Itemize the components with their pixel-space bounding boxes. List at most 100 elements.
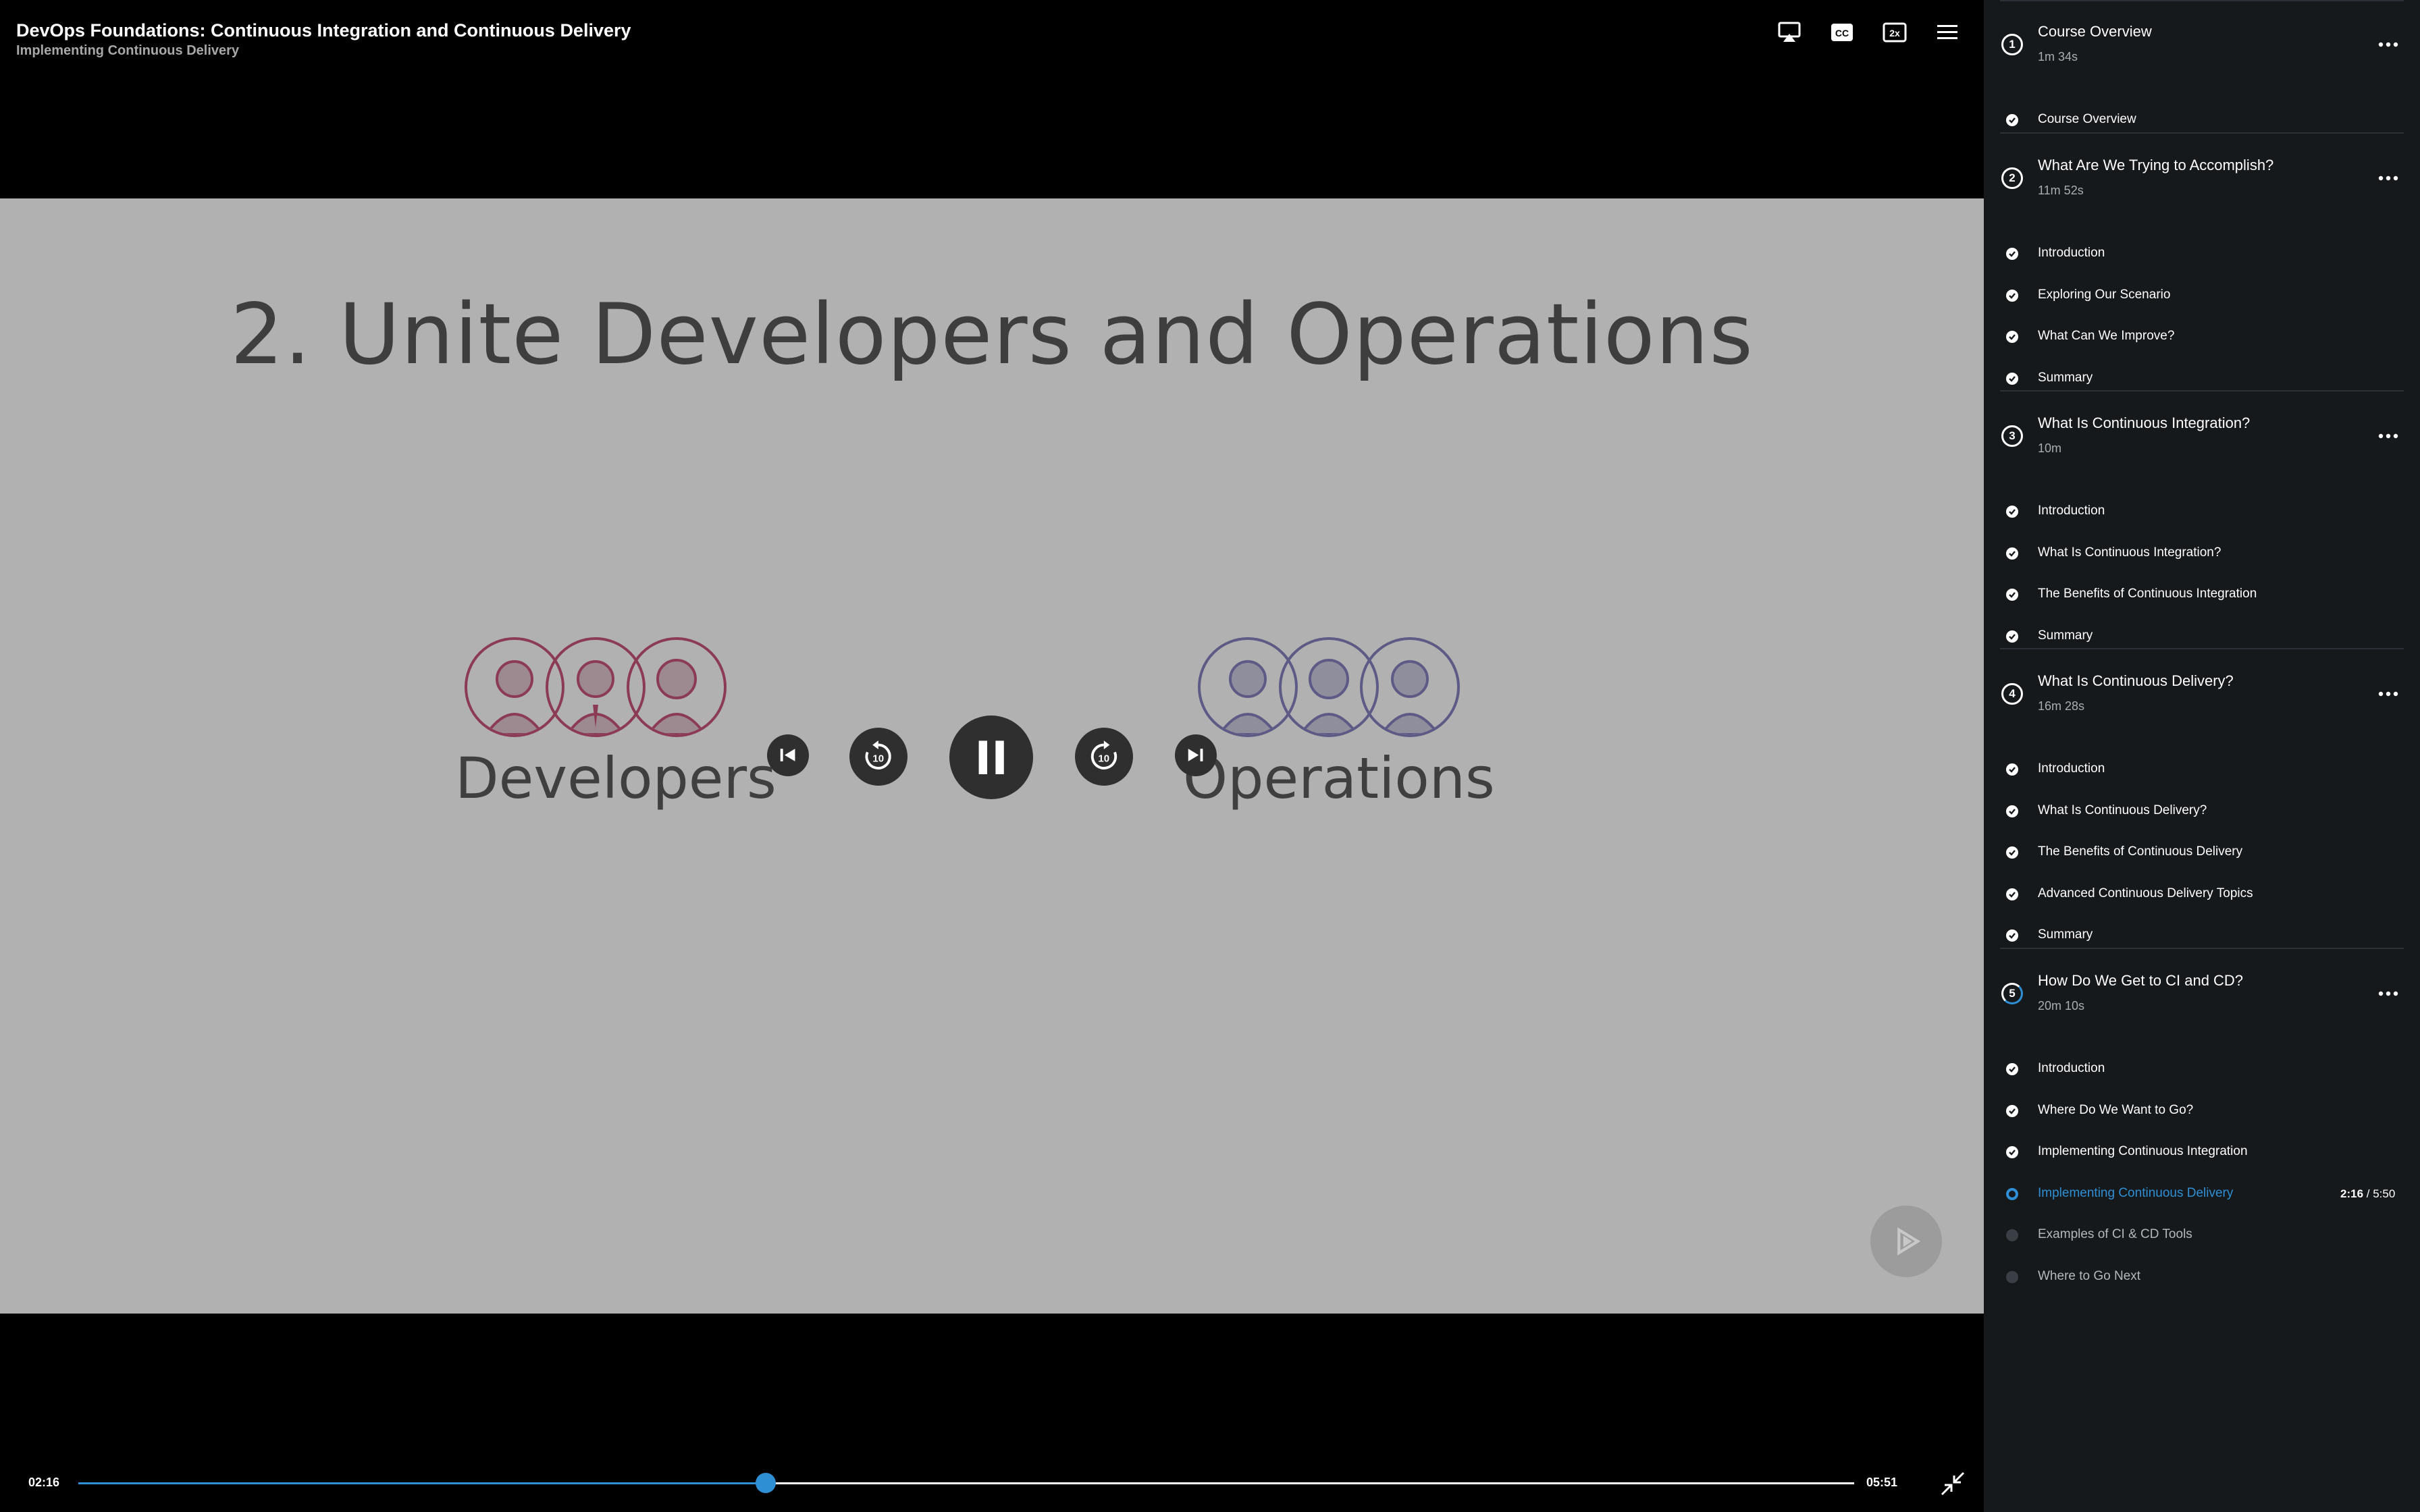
watched-check-icon (2006, 1146, 2018, 1159)
clip-length: / 5:50 (2363, 1187, 2396, 1200)
rewind-10-icon: 10 (865, 740, 891, 770)
top-controls: CC 2x (1776, 19, 1961, 46)
clip-item[interactable]: What Can We Improve? (2038, 329, 2175, 344)
progress-handle[interactable] (755, 1473, 776, 1493)
clip-item[interactable]: Advanced Continuous Delivery Topics (2038, 886, 2253, 900)
current-time: 02:16 (28, 1476, 60, 1489)
svg-text:10: 10 (873, 753, 885, 765)
operations-group: Operations (1183, 637, 1495, 811)
more-horizontal-icon (2378, 433, 2398, 439)
clip-item-current[interactable]: Implementing Continuous Delivery (2038, 1185, 2234, 1200)
module-duration: 10m (2038, 441, 2062, 455)
clip-item[interactable]: Summary (2038, 927, 2093, 942)
clip-item[interactable]: Introduction (2038, 246, 2105, 260)
watched-check-icon (2006, 289, 2018, 302)
playback-speed-icon: 2x (1883, 22, 1907, 43)
operations-avatar-icon (1360, 637, 1460, 737)
more-horizontal-icon (2378, 691, 2398, 697)
sidebar-divider (2000, 390, 2404, 392)
module-more-button[interactable] (2377, 687, 2400, 701)
clip-item[interactable]: Introduction (2038, 504, 2105, 518)
clip-item[interactable]: Where to Go Next (2038, 1269, 2141, 1283)
exit-fullscreen-icon (1941, 1472, 1965, 1496)
course-sidebar (1984, 0, 2420, 1512)
slide-heading: 2. Unite Developers and Operations (230, 286, 1754, 383)
forward-10-button[interactable]: 10 (1075, 728, 1133, 786)
module-title[interactable]: What Are We Trying to Accomplish? (2038, 157, 2274, 173)
current-clip-icon (2006, 1187, 2018, 1200)
clip-item[interactable]: Introduction (2038, 1061, 2105, 1075)
pause-icon (978, 740, 1004, 774)
module-duration: 20m 10s (2038, 999, 2085, 1013)
module-title[interactable]: Course Overview (2038, 23, 2152, 40)
module-number-badge: 3 (2001, 425, 2023, 447)
module-title[interactable]: What Is Continuous Delivery? (2038, 672, 2234, 689)
more-horizontal-icon (2378, 42, 2398, 47)
clip-item[interactable]: Course Overview (2038, 112, 2136, 126)
video-player[interactable]: DevOps Foundations: Continuous Integrati… (0, 0, 1984, 1512)
module-number-badge: 5 (2001, 983, 2023, 1004)
module-title[interactable]: What Is Continuous Integration? (2038, 414, 2251, 431)
skip-previous-icon (781, 749, 795, 762)
clip-item[interactable]: Where Do We Want to Go? (2038, 1102, 2194, 1117)
airplay-button[interactable] (1776, 19, 1803, 46)
module-more-button[interactable] (2377, 171, 2400, 185)
watched-check-icon (2006, 630, 2018, 643)
forward-10-icon: 10 (1091, 740, 1117, 770)
module-more-button[interactable] (2377, 987, 2400, 1000)
watched-check-icon (2006, 888, 2018, 900)
clip-item[interactable]: Introduction (2038, 761, 2105, 776)
previous-clip-button[interactable] (767, 734, 809, 776)
clip-elapsed: 2:16 (2340, 1187, 2364, 1200)
clip-item[interactable]: Summary (2038, 628, 2093, 643)
module-number-badge: 4 (2001, 683, 2023, 705)
sidebar-divider (2000, 948, 2404, 949)
module-more-button[interactable] (2377, 38, 2400, 51)
clip-item[interactable]: Exploring Our Scenario (2038, 287, 2171, 302)
operations-label: Operations (1183, 745, 1495, 811)
watched-check-icon (2006, 248, 2018, 260)
closed-captions-button[interactable]: CC (1829, 19, 1856, 46)
closed-captions-icon: CC (1831, 24, 1853, 41)
clip-item[interactable]: What Is Continuous Integration? (2038, 545, 2221, 560)
exit-fullscreen-button[interactable] (1939, 1470, 1966, 1497)
clip-item[interactable]: Implementing Continuous Integration (2038, 1144, 2248, 1159)
progress-fill (78, 1482, 766, 1484)
airplay-icon (1778, 22, 1801, 42)
watched-check-icon (2006, 114, 2018, 126)
rewind-10-button[interactable]: 10 (849, 728, 908, 786)
watched-check-icon (2006, 547, 2018, 560)
clip-item[interactable]: The Benefits of Continuous Integration (2038, 587, 2257, 601)
module-subtitle: Implementing Continuous Delivery (16, 43, 240, 58)
svg-text:2x: 2x (1889, 28, 1900, 38)
developer-avatars (459, 637, 743, 745)
clip-item[interactable]: Examples of CI & CD Tools (2038, 1227, 2192, 1242)
clip-item[interactable]: What Is Continuous Delivery? (2038, 803, 2207, 817)
watched-check-icon (2006, 805, 2018, 817)
menu-button[interactable] (1934, 19, 1961, 46)
clip-progress-time: 2:16 / 5:50 (2340, 1187, 2395, 1201)
module-number-badge: 1 (2001, 34, 2023, 55)
clip-item[interactable]: The Benefits of Continuous Delivery (2038, 844, 2243, 859)
module-duration: 1m 34s (2038, 50, 2078, 63)
module-title[interactable]: How Do We Get to CI and CD? (2038, 972, 2244, 989)
pause-button[interactable] (949, 716, 1033, 799)
video-frame[interactable]: 2. Unite Developers and Operations Devel… (0, 198, 1984, 1314)
developers-label: Developers (455, 745, 777, 811)
module-more-button[interactable] (2377, 429, 2400, 443)
progress-bar[interactable] (78, 1473, 1854, 1493)
playback-speed-button[interactable]: 2x (1881, 19, 1908, 46)
sidebar-divider (2000, 0, 2404, 1)
title-block: DevOps Foundations: Continuous Integrati… (16, 19, 631, 59)
module-duration: 11m 52s (2038, 184, 2084, 197)
course-title: DevOps Foundations: Continuous Integrati… (16, 20, 631, 40)
svg-text:10: 10 (1099, 753, 1110, 765)
operations-avatars (1192, 637, 1476, 745)
next-clip-button[interactable] (1175, 734, 1217, 776)
clip-item[interactable]: Summary (2038, 370, 2093, 385)
module-number-badge: 2 (2001, 167, 2023, 189)
total-time: 05:51 (1866, 1476, 1898, 1489)
svg-text:CC: CC (1835, 28, 1849, 38)
watched-check-icon (2006, 372, 2018, 385)
watched-check-icon (2006, 506, 2018, 518)
